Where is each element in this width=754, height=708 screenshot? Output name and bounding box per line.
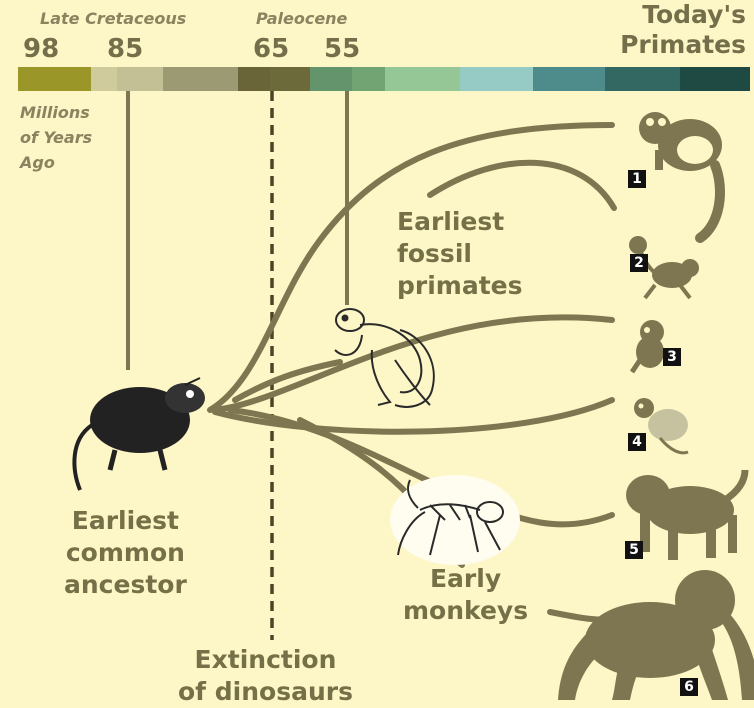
early-monkeys-label: Early monkeys [403, 563, 528, 627]
todays-primates-label: Today's Primates [620, 0, 746, 60]
branch-3 [215, 317, 612, 410]
early-monkey-icon [390, 475, 520, 565]
primate-number-6: 6 [680, 678, 698, 696]
fossil-primate-icon [335, 309, 434, 407]
earliest-fossil-primates-label: Earliest fossil primates [397, 206, 523, 302]
primate-number-1: 1 [628, 170, 646, 188]
earliest-common-ancestor-label: Earliest common ancestor [64, 505, 187, 601]
primate-1-icon [639, 112, 722, 238]
tick-85: 85 [107, 34, 143, 64]
branch-2 [430, 163, 614, 208]
ancestor-mammal-icon [74, 378, 205, 490]
primate-3-icon [632, 320, 664, 372]
primate-number-4: 4 [628, 433, 646, 451]
tick-65: 65 [253, 34, 289, 64]
era-paleocene: Paleocene [256, 9, 347, 28]
axis-unit-label: Millions of Years Ago [20, 100, 130, 175]
era-late-cretaceous: Late Cretaceous [40, 9, 186, 28]
tick-55: 55 [324, 34, 360, 64]
extinction-of-dinosaurs-label: Extinction of dinosaurs [178, 644, 353, 708]
primate-6-icon [558, 570, 754, 700]
primate-number-3: 3 [663, 348, 681, 366]
primate-number-2: 2 [630, 254, 648, 272]
primate-5-icon [626, 470, 745, 560]
primate-number-5: 5 [625, 541, 643, 559]
tick-98: 98 [23, 34, 59, 64]
